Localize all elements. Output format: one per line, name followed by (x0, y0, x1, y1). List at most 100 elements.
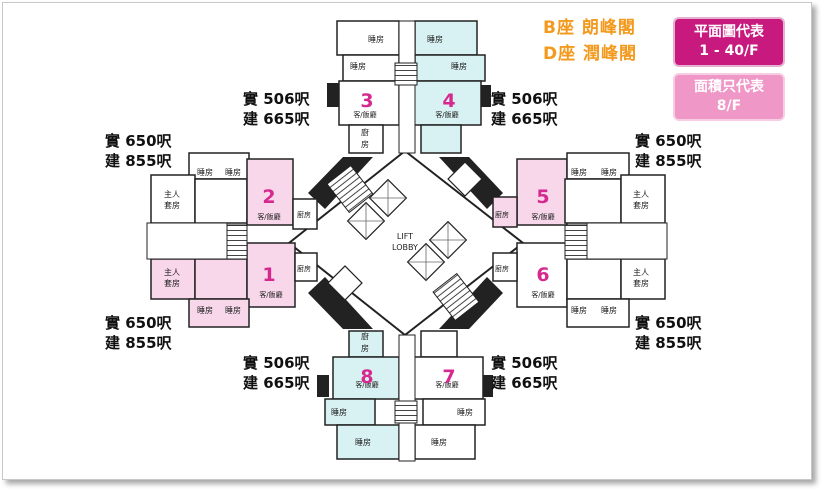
floor-plan-frame: LIFT LOBBY 睡房 睡房 客/飯廳 廚 房 睡房 睡房 客/飯廳 (2, 2, 812, 480)
u8-bedroom-1: 睡房 (331, 407, 347, 417)
u2-bedroom-2: 睡房 (225, 167, 241, 177)
lift-lobby-label: LIFT (397, 232, 413, 241)
bottom-stair (394, 400, 418, 424)
u2-master-2: 套房 (164, 200, 180, 210)
u5-bedroom-2: 睡房 (601, 167, 617, 177)
u3-saleable: 實 506呎 (243, 90, 310, 108)
u5-kitchen: 廚房 (495, 210, 509, 219)
right-stair (564, 224, 588, 260)
unit-number-7: 7 (442, 366, 455, 388)
u3-bedroom-1: 睡房 (368, 34, 384, 44)
u1-bedroom-1: 睡房 (197, 305, 213, 315)
u2-gross: 建 855呎 (105, 152, 172, 170)
u2-living: 客/飯廳 (257, 212, 280, 221)
u5-living: 客/飯廳 (531, 212, 554, 221)
unit-8: 廚 房 客/飯廳 睡房 睡房 (317, 330, 400, 460)
u7-gross: 建 665呎 (491, 374, 558, 392)
plan-badge-line2: 1 - 40/F (699, 43, 759, 59)
lift-lobby-label-2: LOBBY (392, 243, 418, 252)
u1-saleable: 實 650呎 (105, 314, 172, 332)
u5-master-1: 主人 (633, 189, 649, 199)
area-label-unit-6: 實 650呎 建 855呎 (635, 313, 702, 353)
u2-master-1: 主人 (164, 189, 180, 199)
u5-bedroom-1: 睡房 (571, 167, 587, 177)
u3-gross: 建 665呎 (243, 110, 310, 128)
u6-master-2: 套房 (633, 278, 649, 288)
top-corridor (398, 20, 416, 154)
u2-bedroom-1: 睡房 (197, 167, 213, 177)
u4-living: 客/飯廳 (435, 110, 458, 119)
area-badge-line1: 面積只代表 (694, 79, 764, 95)
unit-4: 睡房 睡房 客/飯廳 (408, 20, 491, 154)
u1-bedroom-2: 睡房 (225, 305, 241, 315)
unit-6: 客/飯廳 廚房 主人 套房 睡房 睡房 (492, 242, 666, 328)
u3-room-short: 房 (361, 139, 369, 149)
u3-bedroom-2: 睡房 (350, 61, 366, 71)
area-floor-badge: 面積只代表 8/F (673, 73, 785, 121)
unit-number-4: 4 (442, 90, 455, 112)
unit-7: 客/飯廳 睡房 睡房 (410, 330, 493, 460)
u6-saleable: 實 650呎 (635, 314, 702, 332)
area-label-unit-4: 實 506呎 建 665呎 (491, 89, 558, 129)
area-label-unit-5: 實 650呎 建 855呎 (635, 131, 702, 171)
right-corridor (586, 222, 668, 260)
u3-living: 客/飯廳 (353, 110, 376, 119)
floor-plan-drawing: LIFT LOBBY 睡房 睡房 客/飯廳 廚 房 睡房 睡房 客/飯廳 (146, 20, 668, 462)
u2-saleable: 實 650呎 (105, 132, 172, 150)
u5-master-2: 套房 (633, 200, 649, 210)
unit-number-2: 2 (262, 186, 275, 208)
block-b-name: B座 朗峰閣 (543, 18, 636, 38)
u2-kitchen: 廚房 (297, 210, 311, 219)
u6-bedroom-1: 睡房 (571, 305, 587, 315)
u7-saleable: 實 506呎 (491, 354, 558, 372)
u7-living: 客/飯廳 (435, 380, 458, 389)
top-stair (394, 62, 418, 86)
unit-number-5: 5 (536, 186, 549, 208)
unit-number-8: 8 (360, 366, 373, 388)
central-core: LIFT LOBBY (287, 149, 525, 337)
u5-gross: 建 855呎 (635, 152, 702, 170)
unit-number-6: 6 (536, 264, 549, 286)
u7-bedroom-1: 睡房 (457, 407, 473, 417)
block-d-name: D座 潤峰閣 (543, 44, 638, 64)
area-badge-line2: 8/F (716, 98, 742, 114)
unit-3: 睡房 睡房 客/飯廳 廚 房 (327, 20, 400, 154)
u7-bedroom-2: 睡房 (431, 437, 447, 447)
unit-5: 睡房 睡房 主人 套房 客/飯廳 廚房 (492, 152, 666, 228)
u1-master-1: 主人 (164, 267, 180, 277)
unit-1: 主人 套房 客/飯廳 廚房 睡房 睡房 (150, 242, 318, 328)
area-label-unit-1: 實 650呎 建 855呎 (105, 313, 172, 353)
plan-floors-badge: 平面圖代表 1 - 40/F (673, 17, 785, 67)
u1-kitchen: 廚房 (297, 264, 311, 273)
left-corridor (146, 222, 228, 260)
u6-master-1: 主人 (633, 267, 649, 277)
u4-bedroom-2: 睡房 (451, 61, 467, 71)
plan-badge-line1: 平面圖代表 (694, 24, 764, 40)
u8-gross: 建 665呎 (243, 374, 310, 392)
unit-number-3: 3 (360, 90, 373, 112)
area-label-unit-3: 實 506呎 建 665呎 (243, 89, 310, 129)
u6-kitchen: 廚房 (495, 264, 509, 273)
unit-2: 睡房 睡房 主人 套房 客/飯廳 廚房 (150, 152, 318, 230)
u1-living: 客/飯廳 (259, 290, 282, 299)
bottom-corridor (398, 334, 416, 462)
u8-saleable: 實 506呎 (243, 354, 310, 372)
u4-saleable: 實 506呎 (491, 90, 558, 108)
u6-bedroom-2: 睡房 (601, 305, 617, 315)
u8-bedroom-2: 睡房 (355, 437, 371, 447)
u1-master-2: 套房 (164, 278, 180, 288)
left-stair (224, 224, 248, 260)
u8-living: 客/飯廳 (355, 380, 378, 389)
u8-kitchen-short: 廚 (361, 331, 369, 341)
u3-kitchen-short: 廚 (361, 127, 369, 137)
unit-number-1: 1 (262, 264, 275, 286)
u4-gross: 建 665呎 (491, 110, 558, 128)
u6-living: 客/飯廳 (531, 290, 554, 299)
u4-bedroom-1: 睡房 (427, 34, 443, 44)
u5-saleable: 實 650呎 (635, 132, 702, 150)
area-label-unit-7: 實 506呎 建 665呎 (491, 353, 558, 393)
u8-room-short: 房 (361, 343, 369, 353)
u1-gross: 建 855呎 (105, 334, 172, 352)
area-label-unit-8: 實 506呎 建 665呎 (243, 353, 310, 393)
area-label-unit-2: 實 650呎 建 855呎 (105, 131, 172, 171)
